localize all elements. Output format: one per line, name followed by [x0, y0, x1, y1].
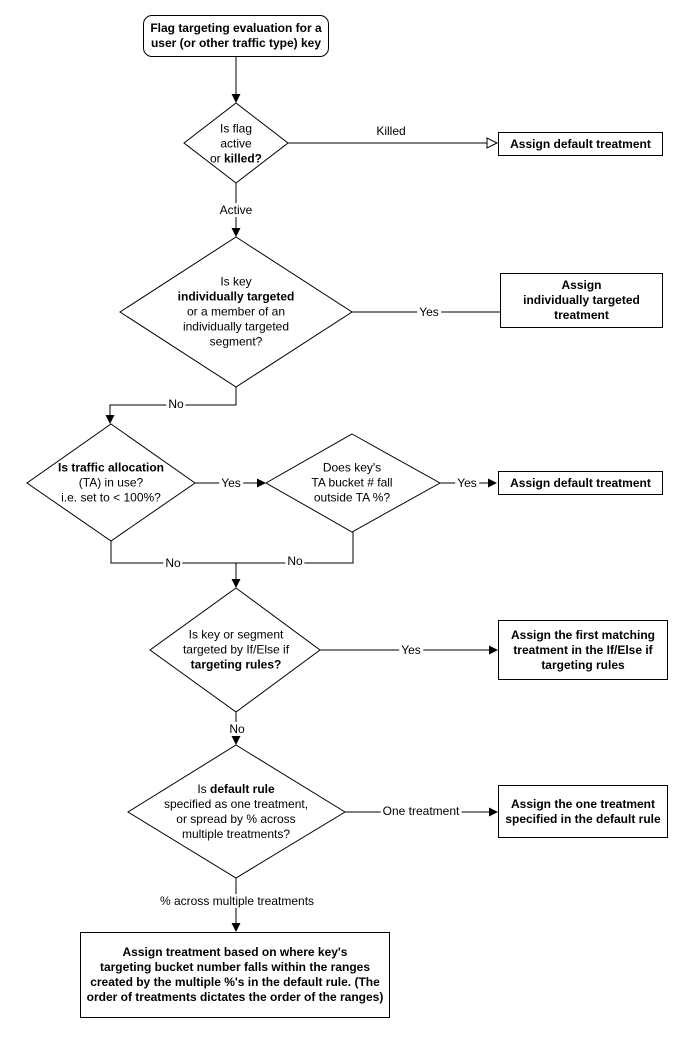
node-start: Flag targeting evaluation for a user (or…	[143, 15, 329, 57]
edge-label-yes-individual: Yes	[417, 305, 441, 319]
decision-individually-targeted-label: Is key individually targeted or a member…	[177, 274, 295, 349]
arrowheads	[105, 94, 499, 932]
edge-label-yes-bucket: Yes	[455, 476, 479, 490]
edge-label-no-rules: No	[227, 722, 247, 736]
terminal-assign-one-treatment: Assign the one treatment specified in th…	[498, 785, 668, 838]
decision-targeting-rules-shape	[149, 587, 321, 713]
terminal-assign-treatment-ranges: Assign treatment based on where key's ta…	[80, 932, 390, 1018]
decision-traffic-allocation-shape	[26, 423, 196, 542]
edge-label-yes-ta: Yes	[219, 476, 243, 490]
decision-targeting-rules-label: Is key or segment targeted by If/Else if…	[182, 627, 290, 672]
terminal-assign-individually-targeted: Assign individually targeted treatment	[500, 273, 663, 328]
edge-no-bucket	[236, 532, 354, 564]
decision-traffic-allocation-label: Is traffic allocation (TA) in use? i.e. …	[57, 460, 165, 505]
edge-no-ta	[110, 541, 236, 564]
edge-label-no-bucket: No	[285, 554, 305, 568]
decision-flag-active-label: Is flag active or killed?	[209, 121, 263, 166]
terminal-assign-default-treatment-ta: Assign default treatment	[498, 471, 663, 495]
terminal-assign-default-treatment-killed: Assign default treatment	[498, 132, 663, 156]
edge-label-killed: Killed	[374, 124, 408, 138]
edge-label-yes-rules: Yes	[399, 643, 423, 657]
edge-label-no-individual: No	[166, 397, 186, 411]
edge-label-active: Active	[217, 203, 255, 217]
decision-default-rule-label: Is default rule specified as one treatme…	[163, 782, 309, 841]
terminal-assign-first-matching: Assign the first matching treatment in t…	[498, 620, 668, 680]
node-start-label: Flag targeting evaluation for a user (or…	[150, 21, 322, 50]
edge-label-no-ta: No	[163, 556, 183, 570]
edge-label-pct-multiple: % across multiple treatments	[157, 894, 317, 908]
decision-individually-targeted-shape	[119, 236, 353, 388]
decision-ta-bucket-shape	[264, 433, 442, 533]
edge-label-one-treatment: One treatment	[380, 804, 462, 818]
decision-ta-bucket-label: Does key's TA bucket # fall outside TA %…	[311, 460, 393, 505]
decision-flag-active-shape	[183, 102, 289, 184]
decision-default-rule-shape	[127, 744, 346, 879]
